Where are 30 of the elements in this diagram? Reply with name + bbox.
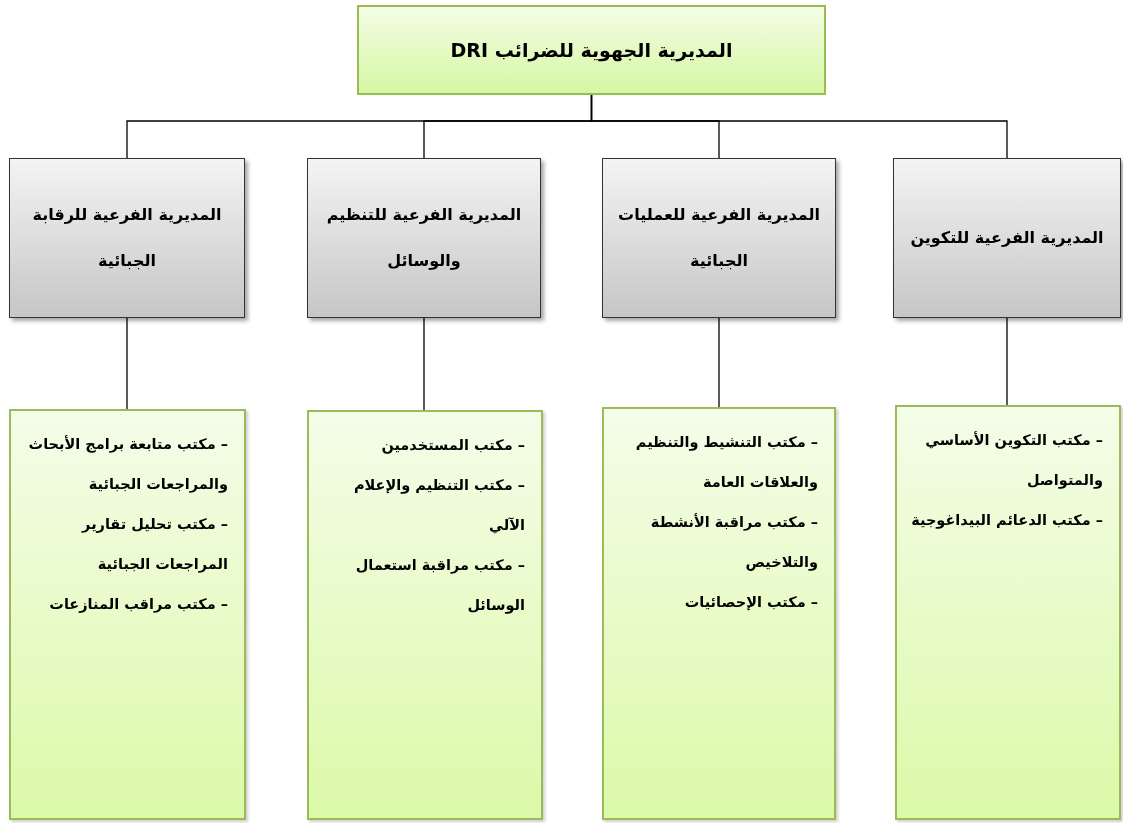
subdirectorate-box — [307, 158, 541, 318]
connector-line — [126, 94, 593, 159]
office-list-box — [307, 410, 543, 820]
office-list-box — [9, 409, 246, 820]
node-label: المديرية الفرعية للرقابة الجبائية — [31, 203, 223, 272]
office-item: – مكتب مراقب المنازعات — [48, 594, 228, 615]
office-item: – مكتب التنظيم والإعلام الآلي — [352, 475, 525, 536]
node-label: المديرية الفرعية للعمليات الجبائية — [617, 203, 821, 272]
subdirectorate-box — [9, 158, 245, 318]
office-item: – مكتب مراقبة الأنشطة والتلاخيص — [649, 512, 818, 573]
connector-line — [126, 317, 128, 410]
office-item: – مكتب التنشيط والتنظيم والعلاقات العامة — [634, 433, 818, 493]
node-label: المديرية الفرعية للتنظيم والوسائل — [325, 203, 523, 272]
connector-line — [718, 317, 720, 408]
directorate-box — [357, 5, 826, 95]
office-item: – مكتب مراقبة استعمال الوسائل — [354, 555, 525, 616]
office-item: – مكتب التكوين الأساسي والمتواصل — [924, 430, 1103, 491]
node-label: المديرية الفرعية للتكوين — [910, 226, 1104, 249]
office-list-box — [602, 407, 836, 820]
subdirectorate-box — [893, 158, 1121, 318]
node-label: المديرية الجهوية للضرائب DRI — [450, 39, 733, 61]
subdirectorate-box — [602, 158, 836, 318]
office-item: – مكتب المستخدمين — [380, 436, 525, 456]
connector-line — [1006, 317, 1008, 406]
office-item: – مكتب متابعة برامج الأبحاث والمراجعات الجبائية — [27, 434, 228, 495]
office-item: – مكتب تحليل تقارير المراجعات الجبائية — [80, 514, 228, 575]
office-list-box — [895, 405, 1121, 820]
connector-line — [423, 317, 425, 411]
office-item: – مكتب الدعائم البيداغوجية — [910, 510, 1103, 531]
office-item: – مكتب الإحصائيات — [683, 592, 818, 612]
